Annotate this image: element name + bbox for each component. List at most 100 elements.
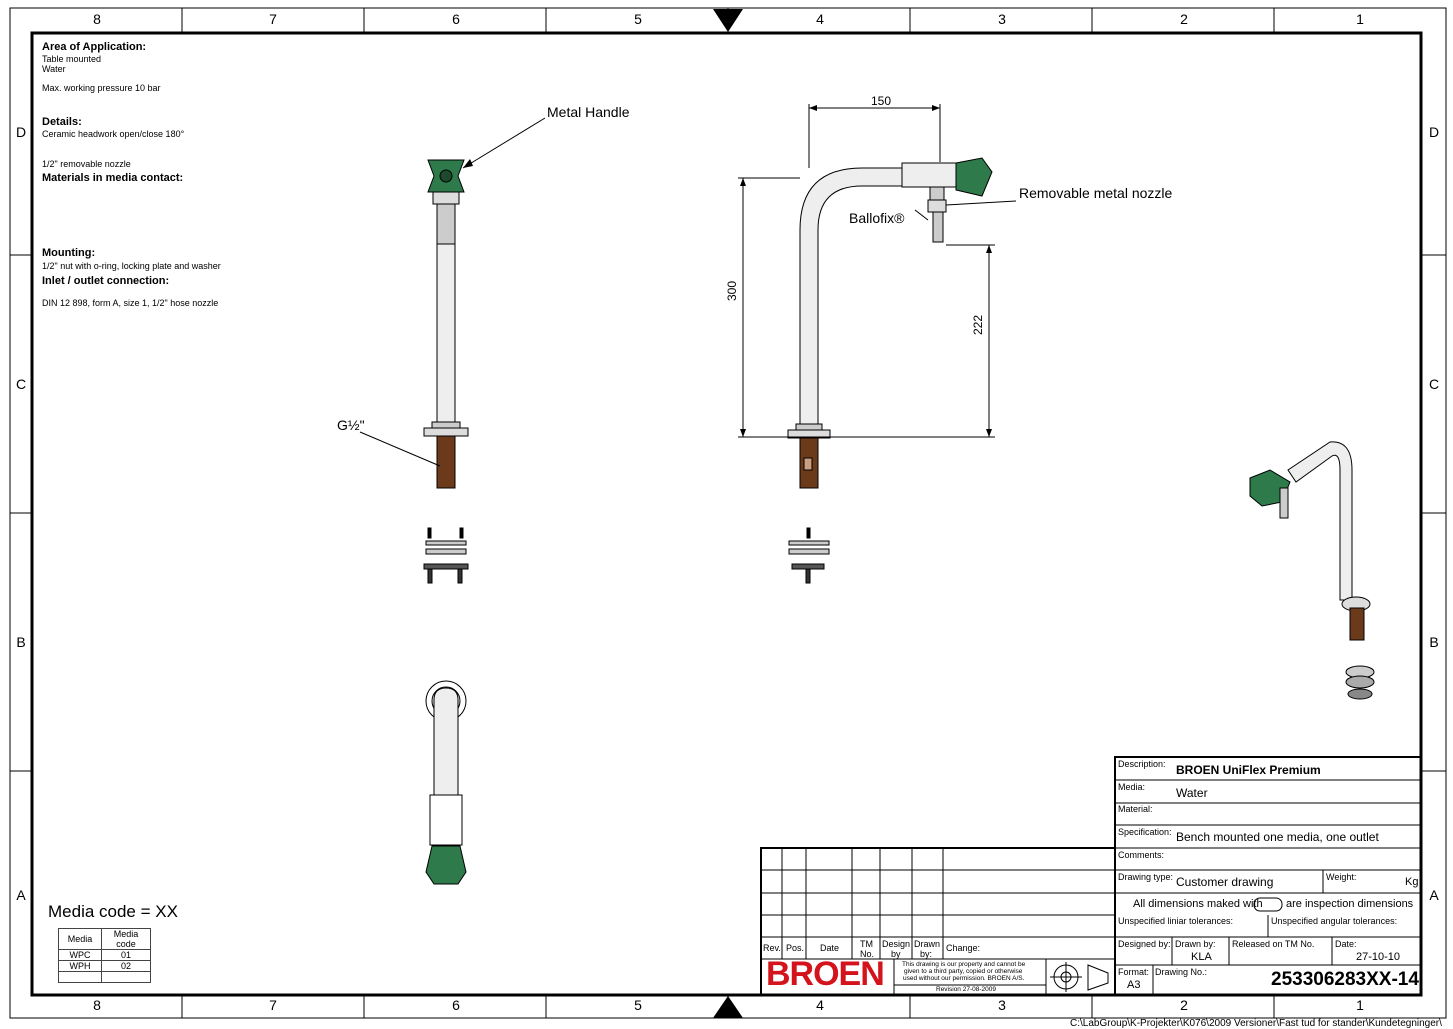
code-cell: 01	[101, 949, 151, 961]
weight-unit: Kg	[1405, 876, 1419, 888]
format-value: A3	[1127, 979, 1141, 991]
inspection-pre: All dimensions maked with	[1133, 898, 1263, 910]
zone-row-a-right: A	[1429, 887, 1439, 903]
weight-label: Weight:	[1326, 872, 1357, 882]
drawing-type-label: Drawing type:	[1118, 872, 1174, 882]
released-label: Released on TM No.	[1232, 939, 1315, 949]
zone-col-3-top: 3	[998, 11, 1006, 27]
zone-col-5-top: 5	[634, 11, 642, 27]
label-removable-nozzle: Removable metal nozzle	[1019, 185, 1173, 201]
media-cell: WPC	[58, 949, 102, 961]
dimensions	[738, 104, 1017, 438]
dimension-150: 150	[871, 94, 892, 108]
pos-header: Pos.	[786, 943, 805, 953]
rev-header: Rev.	[763, 943, 781, 953]
zone-col-7-bottom: 7	[269, 997, 277, 1013]
zone-row-c-right: C	[1428, 376, 1440, 392]
zone-col-8-bottom: 8	[93, 997, 101, 1013]
tm-no-header: No.	[860, 949, 875, 959]
format-label: Format:	[1118, 967, 1150, 977]
zone-col-8-top: 8	[93, 11, 101, 27]
side-handle	[955, 157, 993, 197]
label-thread: G½"	[337, 417, 365, 433]
spec-area-heading: Area of Application:	[42, 41, 147, 53]
mounting-parts-1	[423, 527, 469, 584]
spec-pressure: Max. working pressure 10 bar	[42, 83, 161, 93]
dimension-222: 222	[971, 314, 986, 336]
angular-tolerance-label: Unspecified angular tolerances:	[1271, 916, 1398, 926]
media-value: Water	[1176, 786, 1208, 800]
design-by-header: by	[891, 949, 901, 959]
iso-view-tap	[1249, 441, 1375, 700]
inner-border	[30, 31, 1423, 997]
drawn-by-header: by:	[920, 949, 933, 959]
comments-label: Comments:	[1118, 850, 1165, 860]
label-metal-handle: Metal Handle	[547, 104, 630, 120]
zone-row-d-left: D	[15, 124, 27, 140]
zone-col-2-top: 2	[1180, 11, 1188, 27]
material-label: Material:	[1118, 804, 1153, 814]
drawn-header: Drawn	[914, 939, 941, 949]
description-label: Description:	[1118, 759, 1166, 769]
description-value: BROEN UniFlex Premium	[1176, 763, 1321, 777]
specification-value: Bench mounted one media, one outlet	[1176, 830, 1379, 844]
spec-details-line2: 1/2" removable nozzle	[42, 159, 131, 169]
legal-line3: used without our permission. BROEN A/S.	[903, 975, 1025, 982]
media-cell: WPH	[58, 960, 102, 972]
inspection-post: are inspection dimensions	[1286, 898, 1414, 910]
legal-line2: given to a third party, copied or otherw…	[904, 968, 1023, 975]
title-block-grid	[760, 756, 1422, 996]
side-view-tap	[787, 157, 993, 489]
media-cell	[58, 971, 102, 983]
outer-border	[9, 7, 1447, 1019]
designed-by-label: Designed by:	[1118, 939, 1171, 949]
date-header: Date	[820, 943, 840, 953]
zone-row-a-left: A	[16, 887, 26, 903]
date-label: Date:	[1335, 939, 1357, 949]
zone-col-1-top: 1	[1356, 11, 1364, 27]
revision-date: Revision 27-08-2009	[936, 986, 996, 993]
table-row	[58, 971, 151, 983]
zone-col-4-bottom: 4	[816, 997, 824, 1013]
spec-area-line1: Table mounted	[42, 54, 102, 64]
zone-col-1-bottom: 1	[1356, 997, 1364, 1013]
date-value: 27-10-10	[1356, 951, 1401, 963]
legal-line1: This drawing is our property and cannot …	[902, 961, 1026, 968]
zone-col-6-bottom: 6	[452, 997, 460, 1013]
front-view-tap	[359, 117, 546, 489]
zone-col-6-top: 6	[452, 11, 460, 27]
spec-mounting-heading: Mounting:	[42, 247, 96, 259]
mounting-parts-2	[788, 527, 830, 584]
zone-row-d-right: D	[1428, 124, 1440, 140]
spec-details-line1: Ceramic headwork open/close 180°	[42, 129, 185, 139]
zone-row-b-left: B	[16, 634, 26, 650]
zone-row-c-left: C	[15, 376, 27, 392]
change-header: Change:	[946, 943, 981, 953]
spec-mounting-line1: 1/2" nut with o-ring, locking plate and …	[42, 261, 221, 271]
design-header: Design	[882, 939, 911, 949]
spec-details-heading: Details:	[42, 116, 82, 128]
spec-inlet-line1: DIN 12 898, form A, size 1, 1/2" hose no…	[42, 298, 219, 308]
label-ballofix: Ballofix®	[849, 210, 905, 226]
specification-label: Specification:	[1118, 827, 1172, 837]
drawing-type-value: Customer drawing	[1176, 875, 1274, 889]
zone-col-4-top: 4	[816, 11, 824, 27]
drawn-by-label: Drawn by:	[1175, 939, 1216, 949]
zone-col-2-bottom: 2	[1180, 997, 1188, 1013]
code-cell	[101, 971, 151, 983]
drawing-number: 253306283XX-14	[1271, 969, 1419, 990]
media-code-title: Media code = XX	[48, 902, 178, 921]
top-view-tap	[425, 680, 467, 885]
dimension-300: 300	[725, 280, 740, 302]
zone-col-7-top: 7	[269, 11, 277, 27]
code-cell: 02	[101, 960, 151, 972]
side-pipe	[799, 167, 906, 429]
spec-area-line2: Water	[42, 64, 66, 74]
center-mark-top	[713, 9, 743, 32]
zone-col-5-bottom: 5	[634, 997, 642, 1013]
